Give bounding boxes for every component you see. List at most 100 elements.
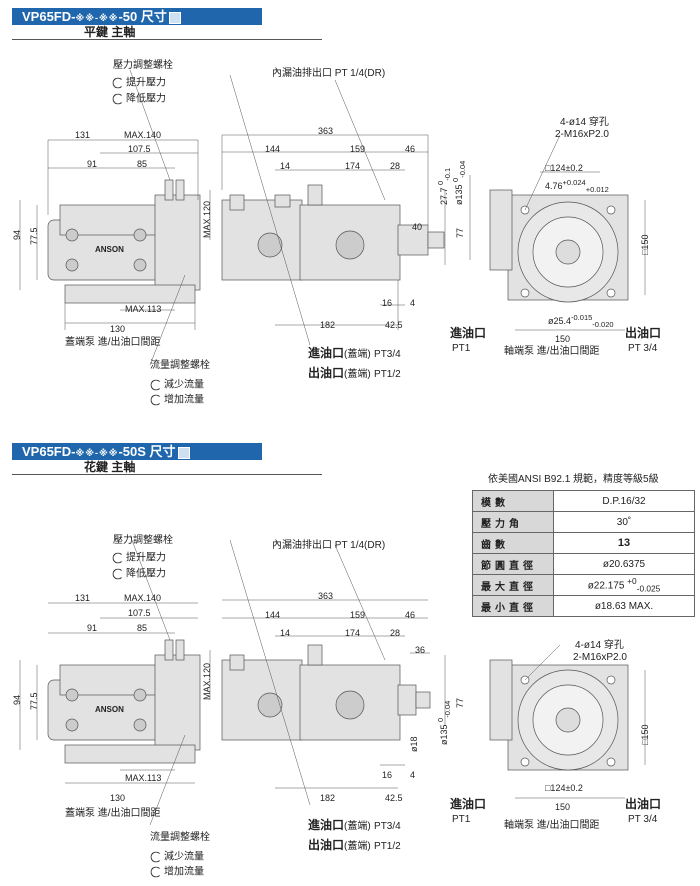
dim-77-5-b: 77.5: [29, 692, 39, 710]
flow-screw-label-2: 流量調整螺栓: [150, 832, 210, 843]
rotate-cw-icon: [112, 77, 124, 89]
dim-4-76: 4.76+0.024+0.012: [545, 178, 609, 194]
rotate-ccw-icon: [112, 93, 124, 105]
section2-title: VP65FD-※※-※※-50S 尺寸: [12, 443, 262, 460]
pressure-screw-label-1: 壓力調整螺栓: [113, 60, 173, 71]
dim-46-b: 46: [405, 610, 416, 620]
dim-91: 91: [87, 159, 98, 169]
dim-150-1: 150: [555, 334, 571, 344]
rotate-ccw-icon: [150, 851, 162, 863]
shaft-port-dist-1: 軸端泵 進/出油口間距: [504, 346, 600, 357]
dim-max140-b: MAX.140: [124, 593, 162, 603]
dim-135: ø135 0-0.04: [451, 160, 467, 205]
dim-14: 14: [280, 161, 291, 171]
cover-port-dist-2: 蓋端泵 進/出油口間距: [65, 808, 161, 819]
dim-4-b: 4: [410, 770, 416, 780]
dim-150-square-1: □150: [640, 234, 650, 255]
section1-header: VP65FD-※※-※※-50 尺寸 平鍵 主軸: [12, 8, 322, 40]
cover-port-dist-1: 蓋端泵 進/出油口間距: [65, 337, 161, 348]
brand-label-1: ANSON: [95, 245, 124, 254]
holes-label-1: 4-ø14 穿孔: [560, 117, 609, 128]
dim-130-b: 130: [110, 793, 126, 803]
dim-107-5: 107.5: [128, 144, 151, 154]
dim-182-b: 182: [320, 793, 336, 803]
holes-label-2: 4-ø14 穿孔: [575, 640, 624, 651]
dim-77-b: 77: [455, 697, 465, 708]
raise-pressure-label-1: 提升壓力: [112, 77, 166, 90]
outlet-cover-1: 出油口(蓋端) PT1/2: [308, 366, 401, 380]
reduce-flow-label-2: 減少流量: [150, 851, 204, 864]
outlet-shaft-1: 出油口: [625, 326, 662, 340]
dim-42-5: 42.5: [385, 320, 403, 330]
dim-363: 363: [318, 126, 334, 136]
pressure-screw-label-2: 壓力調整螺栓: [113, 535, 173, 546]
dim-14-b: 14: [280, 628, 291, 638]
dim-28: 28: [390, 161, 401, 171]
dim-max120: MAX.120: [202, 200, 212, 238]
dim-131: 131: [75, 130, 91, 140]
dim-36: 36: [415, 645, 426, 655]
section1-title: VP65FD-※※-※※-50 尺寸: [12, 8, 262, 25]
rotate-ccw-icon: [112, 568, 124, 580]
spec-table-caption: 依美國ANSI B92.1 規範，精度等級5級: [488, 474, 659, 485]
dim-28-b: 28: [390, 628, 401, 638]
dim-4: 4: [410, 298, 416, 308]
dim-107-5-b: 107.5: [128, 608, 151, 618]
dim-150-square-2: □150: [640, 724, 650, 745]
outlet-shaft-pt-1: PT 3/4: [628, 343, 658, 354]
dim-18: ø18: [409, 736, 419, 752]
drawing-1: [19, 69, 646, 366]
section2-subtitle: 花鍵 主軸: [12, 460, 322, 475]
shaft-port-dist-2: 軸端泵 進/出油口間距: [504, 820, 600, 831]
inlet-shaft-pt-2: PT1: [452, 814, 471, 825]
dim-174: 174: [345, 161, 361, 171]
dim-159-b: 159: [350, 610, 366, 620]
tap-label-1: 2-M16xP2.0: [555, 129, 609, 140]
rotate-cw-icon: [112, 552, 124, 564]
dim-40: 40: [412, 222, 423, 232]
dim-16: 16: [382, 298, 393, 308]
outlet-cover-2: 出油口(蓋端) PT1/2: [308, 838, 401, 852]
increase-flow-label-2: 增加流量: [150, 866, 204, 879]
inlet-shaft-1: 進油口: [450, 326, 487, 340]
rotate-cw-icon: [150, 394, 162, 406]
dim-159: 159: [350, 144, 366, 154]
tap-label-2: 2-M16xP2.0: [573, 652, 627, 663]
dim-max113: MAX.113: [125, 304, 162, 314]
inlet-shaft-pt-1: PT1: [452, 343, 471, 354]
dim-94: 94: [12, 229, 22, 240]
outlet-shaft-pt-2: PT 3/4: [628, 814, 658, 825]
dim-25-4: ø25.4-0.015-0.020: [548, 313, 614, 329]
outlet-shaft-2: 出油口: [625, 797, 662, 811]
lower-pressure-label-2: 降低壓力: [112, 568, 166, 581]
drawing-2: [19, 534, 646, 826]
rotate-cw-icon: [150, 866, 162, 878]
reduce-flow-label-1: 減少流量: [150, 379, 204, 392]
dim-135-b: ø135 0-0.04: [436, 700, 452, 745]
dim-27-7: 27.7 0-0.1: [436, 167, 452, 205]
dim-124-1: □124±0.2: [545, 163, 583, 173]
dim-91-b: 91: [87, 623, 98, 633]
dim-max140: MAX.140: [124, 130, 162, 140]
drain-label-2: 內漏油排出口 PT 1/4(DR): [272, 540, 386, 551]
inlet-cover-1: 進油口(蓋端) PT3/4: [308, 346, 401, 360]
inlet-shaft-2: 進油口: [450, 797, 487, 811]
dim-144-b: 144: [265, 610, 281, 620]
dim-77-5: 77.5: [29, 227, 39, 245]
dim-16-b: 16: [382, 770, 393, 780]
dim-144: 144: [265, 144, 281, 154]
dim-max120-b: MAX.120: [202, 662, 212, 700]
raise-pressure-label-2: 提升壓力: [112, 552, 166, 565]
dim-150-2: 150: [555, 802, 571, 812]
dim-94-b: 94: [12, 694, 22, 705]
dim-124-2: □124±0.2: [545, 783, 583, 793]
rotate-ccw-icon: [150, 379, 162, 391]
dim-182: 182: [320, 320, 336, 330]
dim-42-5-b: 42.5: [385, 793, 403, 803]
